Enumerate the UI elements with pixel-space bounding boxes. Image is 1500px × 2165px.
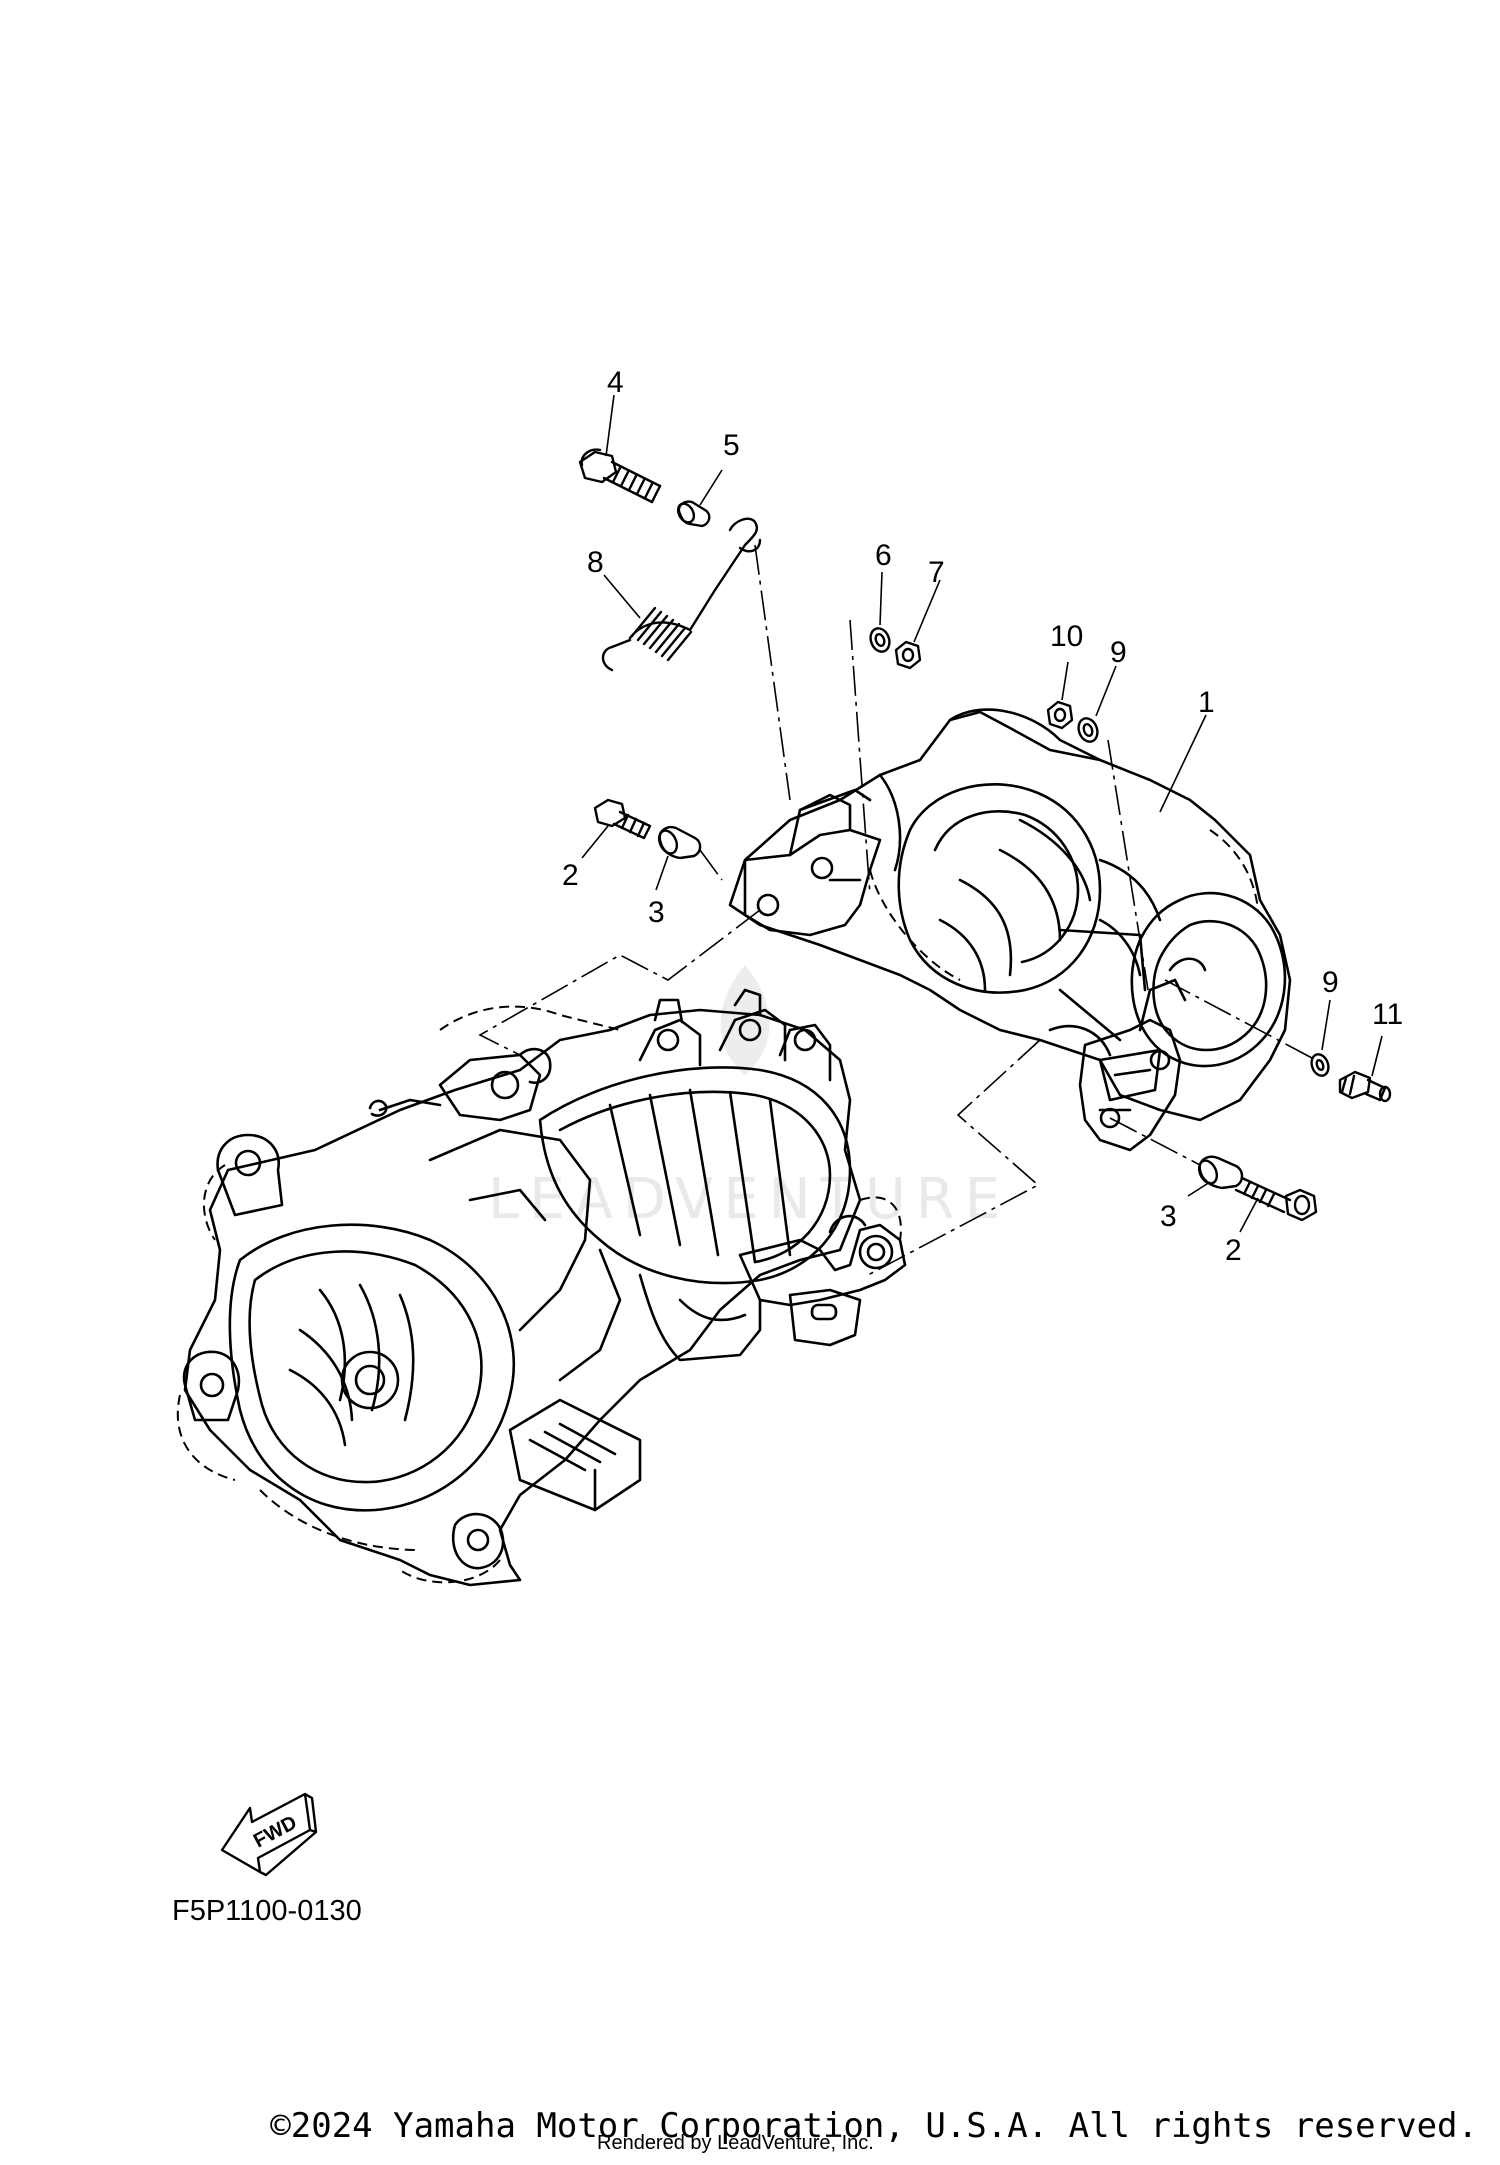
part-3-collar-lower [1197,1155,1244,1190]
part-5-collar [676,500,711,528]
callout-10: 10 [1050,620,1083,653]
pump-housing-assembly [182,988,907,1587]
part-8-spring [601,517,762,672]
callout-9-upper: 9 [1110,636,1127,669]
callout-7: 7 [928,556,945,589]
callout-3-upper: 3 [648,896,665,929]
part-4-bolt [578,448,662,504]
part-2-bolt-lower [1234,1176,1318,1222]
callout-2-upper: 2 [562,859,579,892]
callout-labels: 1 2 2 3 3 4 5 6 7 8 9 9 10 11 [562,366,1403,1267]
callout-1: 1 [1198,686,1215,719]
callout-9-right: 9 [1322,966,1339,999]
fwd-direction-icon: FWD [220,1792,318,1877]
callout-6: 6 [875,539,892,572]
part-9-washer-top [1077,717,1099,743]
callout-8: 8 [587,546,604,579]
part-10-nut [1046,700,1074,730]
callout-4: 4 [607,366,624,399]
fasteners [578,448,1392,1222]
watermark: LEADVENTURE [488,965,1010,1232]
callout-11: 11 [1372,998,1403,1031]
copyright-notice: ©2024 Yamaha Motor Corporation, U.S.A. A… [270,2106,1478,2146]
part-1-duct [728,708,1292,1152]
part-7-nut [894,640,922,670]
pump-housing-hidden-lines [176,1005,902,1584]
callout-3-lower: 3 [1160,1200,1177,1233]
callout-2-lower: 2 [1225,1234,1242,1267]
part-1-hidden-lines [869,829,1259,981]
rendered-by-credit: Rendered by LeadVenture, Inc. [597,2132,874,2154]
part-3-collar-upper [657,826,702,860]
part-9-washer-right [1310,1053,1330,1077]
leader-lines [581,394,1383,1233]
assembly-lines [478,544,1313,1276]
watermark-text: LEADVENTURE [488,1167,1010,1232]
part-2-bolt-upper [593,798,652,840]
part-6-washer [869,627,891,653]
callout-5: 5 [723,429,740,462]
part-11-fitting [1338,1070,1392,1103]
diagram-reference-code: F5P1100-0130 [172,1895,362,1927]
